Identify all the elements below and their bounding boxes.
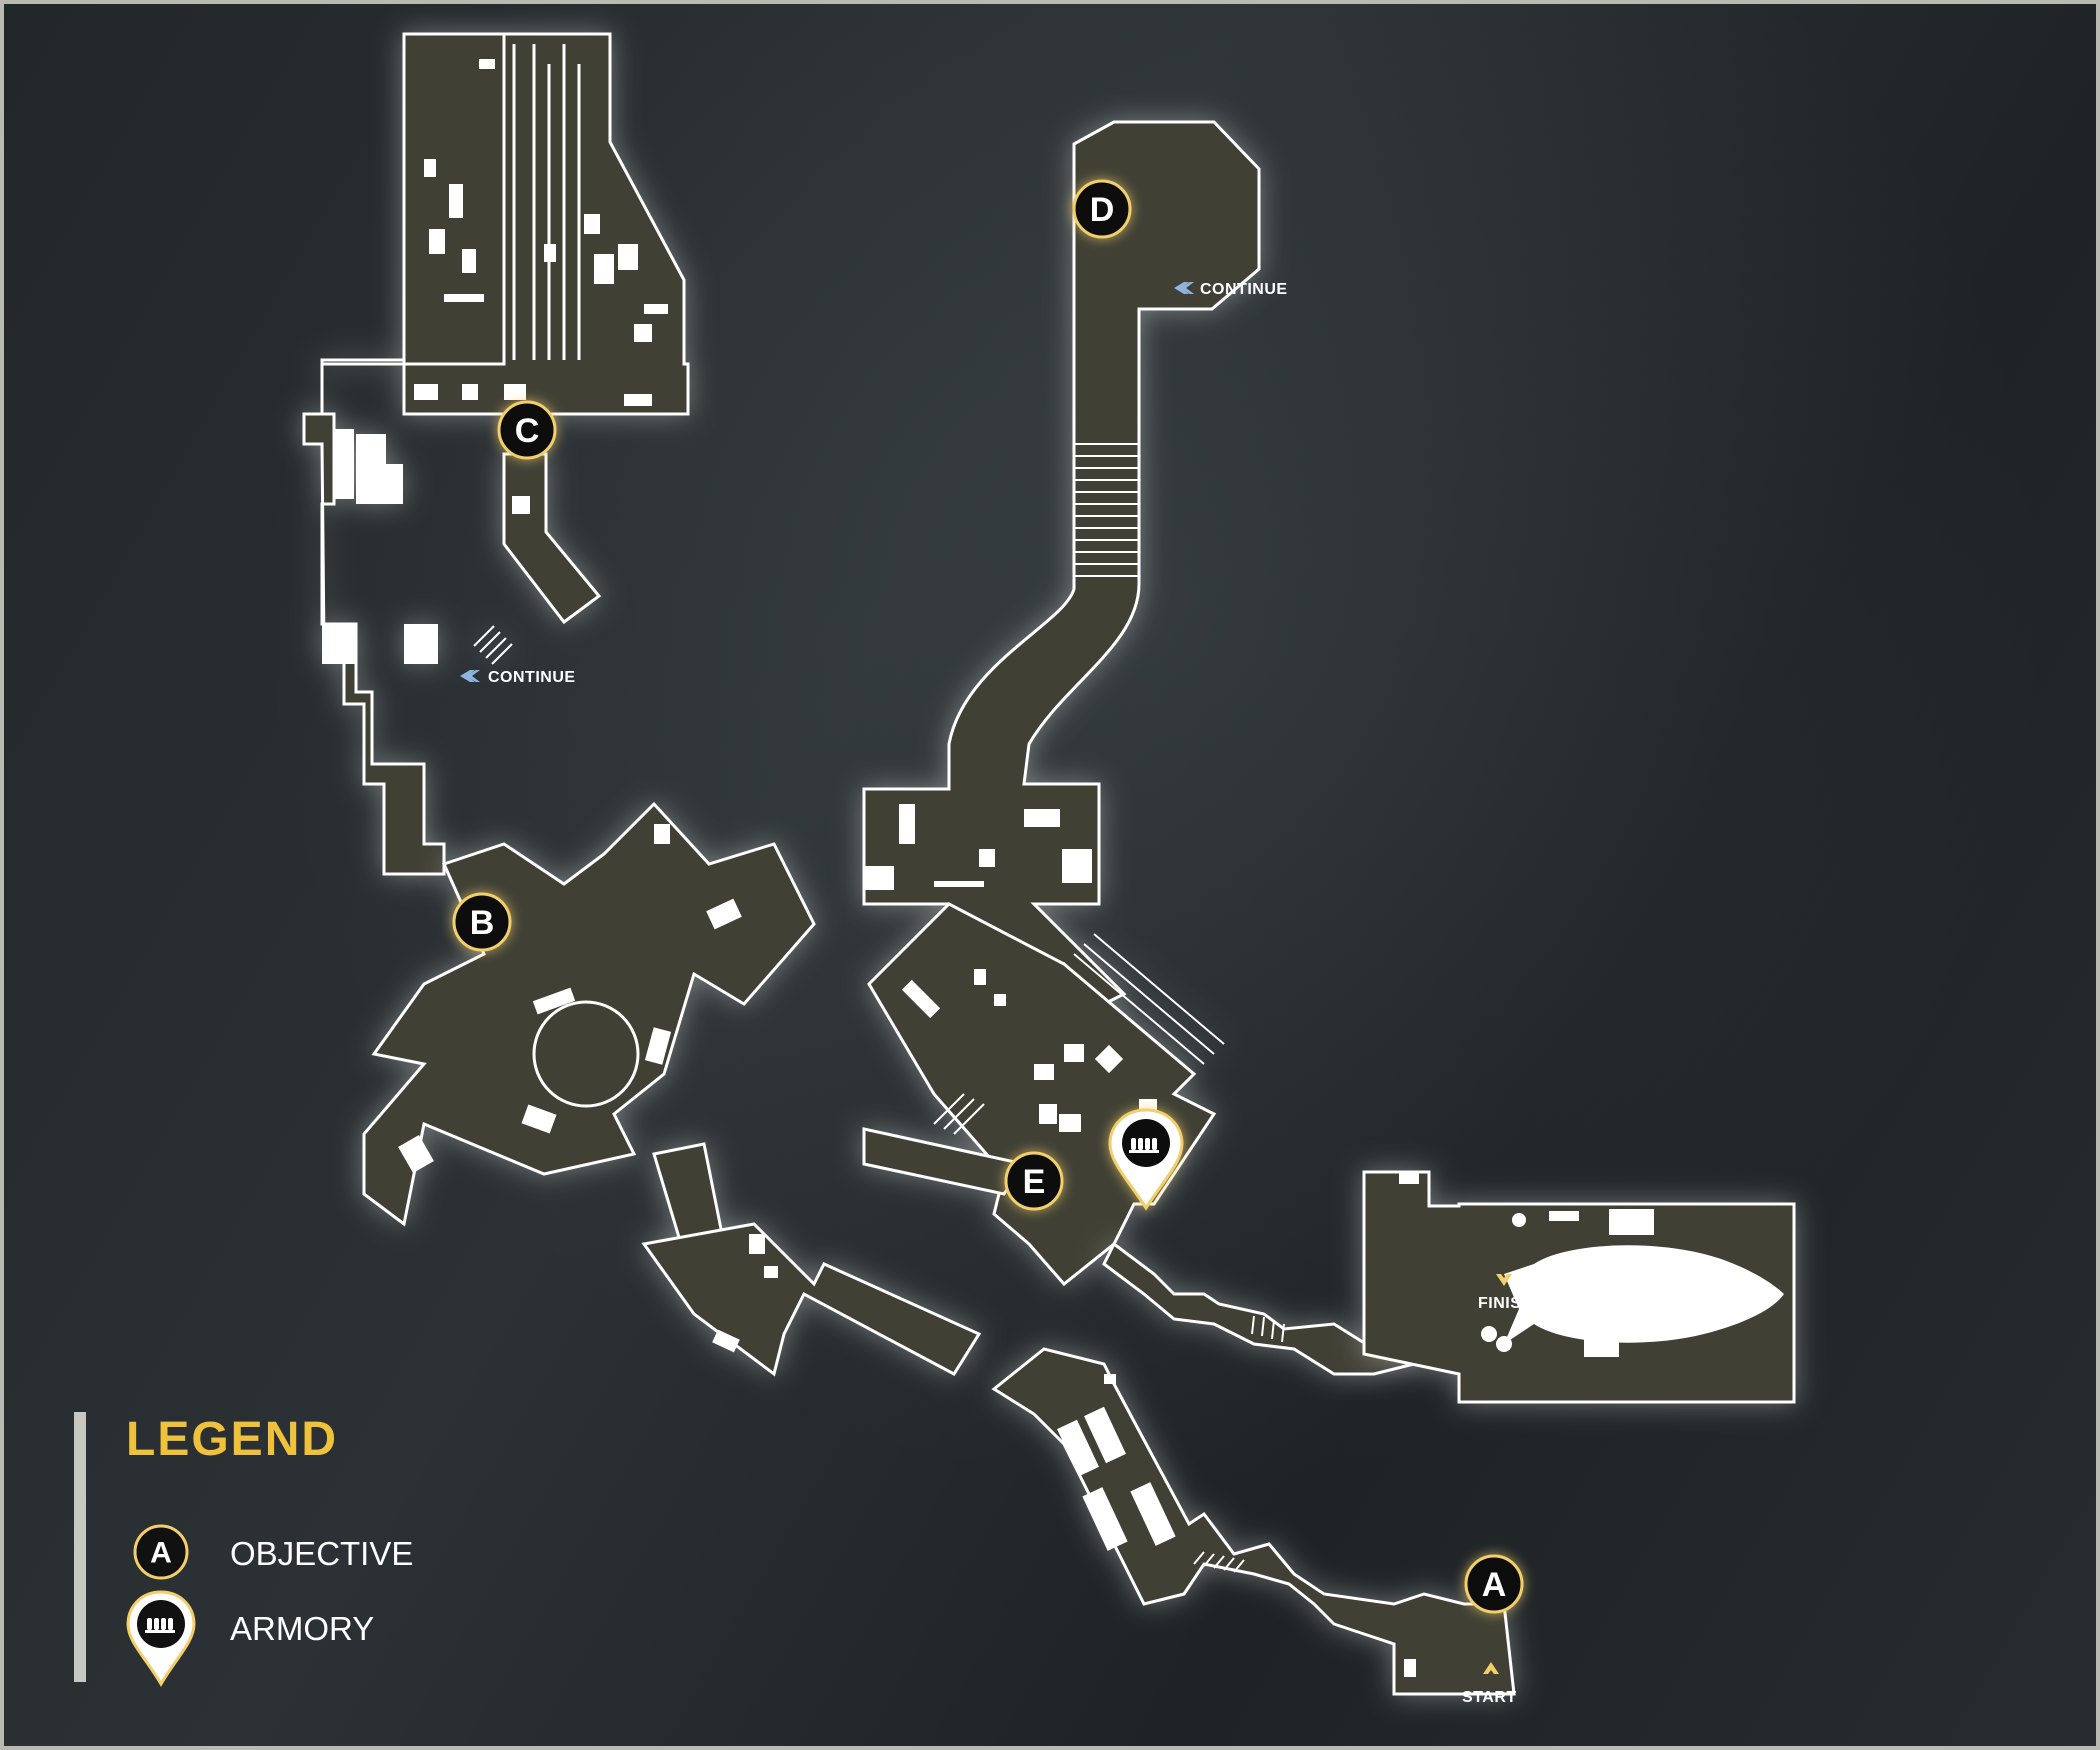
finish-label: FINISH — [1478, 1295, 1533, 1312]
objective-marker-icon: A — [133, 1524, 189, 1580]
north-tower-d — [862, 120, 1261, 1287]
objective-marker-d[interactable]: D — [1072, 179, 1132, 239]
map-frame: A B C D E — [4, 4, 2096, 1746]
armory-marker-icon — [126, 1590, 196, 1688]
continue-marker-west[interactable]: CONTINUE — [460, 669, 576, 686]
legend-accent-bar — [74, 1412, 86, 1682]
top-left-building — [302, 32, 690, 876]
finish-marker: FINISH — [1478, 1274, 1533, 1312]
finish-arrow-icon — [1496, 1274, 1512, 1286]
continue-arrow-icon — [1180, 282, 1194, 294]
objective-marker-c[interactable]: C — [497, 400, 557, 460]
finish-hangar — [1362, 1170, 1796, 1404]
legend-title: LEGEND — [126, 1413, 339, 1466]
legend-label-armory: ARMORY — [230, 1610, 375, 1647]
start-arrow-icon — [1483, 1662, 1499, 1674]
objective-sample-letter: A — [150, 1537, 172, 1570]
continue-arrow-icon — [466, 670, 480, 682]
continue-label: CONTINUE — [488, 669, 576, 686]
objective-letter: A — [1482, 1566, 1507, 1604]
objective-marker-a[interactable]: A — [1464, 1554, 1524, 1614]
level-map: A B C D E — [302, 32, 1796, 1706]
armory-bullets-icon — [1129, 1138, 1159, 1153]
armory-marker[interactable] — [1108, 1108, 1184, 1211]
legend-label-objective: OBJECTIVE — [230, 1535, 414, 1572]
objective-letter: B — [470, 904, 495, 942]
objective-letter: C — [515, 412, 540, 450]
south-complex — [991, 1347, 1516, 1696]
continue-arrow-icon — [460, 670, 475, 682]
start-marker: START — [1462, 1662, 1517, 1706]
objective-marker-e[interactable]: E — [1004, 1151, 1064, 1211]
start-label: START — [1462, 1689, 1517, 1706]
continue-arrow-icon — [1174, 282, 1189, 294]
legend: LEGEND A OBJECTIVE ARMORY — [74, 1412, 494, 1688]
objective-letter: D — [1090, 191, 1115, 229]
continue-label: CONTINUE — [1200, 281, 1288, 298]
objective-letter: E — [1023, 1163, 1046, 1201]
legend-item-armory: ARMORY — [126, 1590, 506, 1688]
legend-item-objective: A OBJECTIVE — [126, 1517, 506, 1587]
objective-marker-b[interactable]: B — [452, 892, 512, 952]
continue-marker-north[interactable]: CONTINUE — [1174, 281, 1288, 298]
